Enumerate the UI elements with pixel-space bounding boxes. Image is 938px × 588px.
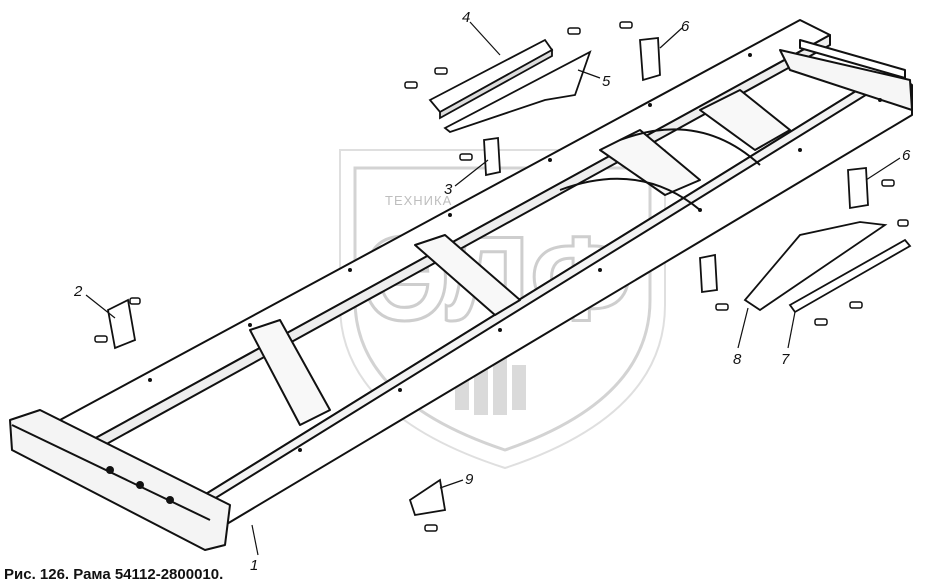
bracket-6-top	[639, 37, 661, 82]
bracket-6-right	[847, 167, 869, 210]
bracket-small-mid	[699, 253, 718, 294]
callout-2: 2	[73, 283, 83, 300]
watermark-text: ТЕХНИКА	[385, 193, 452, 208]
bracket-3	[483, 136, 501, 177]
front-cross-member	[9, 409, 231, 551]
callout-3: 3	[444, 181, 453, 198]
figure-caption: Рис. 126. Рама 54112-2800010.	[4, 566, 224, 583]
callout-8: 8	[733, 351, 742, 368]
leader-lines	[85, 21, 901, 556]
reinforcement-plate-7	[788, 238, 912, 314]
callout-4: 4	[462, 9, 470, 26]
rivet-holes	[106, 53, 882, 504]
frame-main	[9, 19, 913, 551]
cross-member-1	[249, 319, 331, 426]
callout-1: 1	[250, 557, 258, 574]
bracket-2	[106, 298, 137, 350]
cross-member-4	[699, 89, 791, 151]
reinforcement-plate-8	[743, 221, 888, 312]
callout-9: 9	[465, 471, 474, 488]
cross-member-2	[414, 234, 521, 316]
callout-5: 5	[602, 73, 611, 90]
bolts	[94, 21, 909, 532]
callout-6-top: 6	[681, 18, 690, 35]
callout-7: 7	[781, 351, 790, 368]
reinforcement-plate-4	[428, 38, 554, 120]
bracket-9	[408, 478, 447, 517]
reinforcement-plate-5	[443, 50, 592, 134]
rear-cross-member	[779, 49, 913, 111]
callout-6-right: 6	[902, 147, 911, 164]
